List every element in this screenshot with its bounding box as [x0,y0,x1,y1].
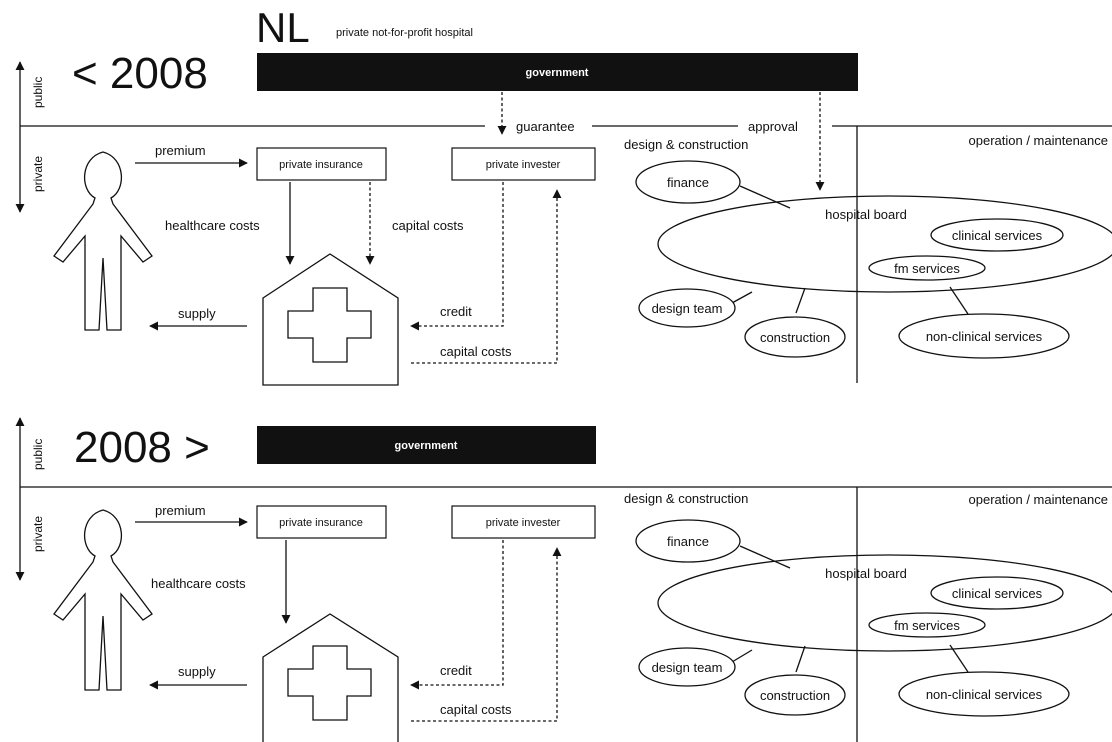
government-label: government [395,440,458,452]
capital-costs-return-label: capital costs [440,344,512,359]
private-insurance-box [256,147,387,181]
clinical-services-ellipse [930,576,1064,610]
hospital-cross-icon [287,287,372,363]
hospital-board-label: hospital board [825,207,907,222]
design-team-ellipse [638,288,736,328]
healthcare-costs-label: healthcare costs [151,576,246,591]
non-clinical-services-ellipse [898,313,1070,359]
patient-figure [53,151,153,331]
private-invester-box [451,505,596,539]
patient-figure [53,509,153,691]
non-clinical-services-label: non-clinical services [926,687,1043,702]
private-invester-box [451,147,596,181]
design-team-ellipse [638,647,736,687]
panel-after-2008: public private 2008 > government premium… [15,417,1112,742]
private-invester-label: private invester [486,159,561,171]
operation-maintenance-label: operation / maintenance [969,492,1108,507]
axis-private-label: private [31,516,45,552]
design-construction-label: design & construction [624,137,748,152]
private-insurance-label: private insurance [279,517,363,529]
government-label: government [526,67,589,79]
clinical-services-label: clinical services [952,586,1043,601]
finance-ellipse [635,519,741,563]
capital-costs-return-label: capital costs [440,702,512,717]
finance-label: finance [667,534,709,549]
capital-costs-return-arrow [411,189,562,364]
finance-label: finance [667,175,709,190]
capital-costs-return-arrow [411,547,562,722]
healthcare-costs-label: healthcare costs [165,218,260,233]
period-label: 2008 > [74,423,210,472]
fm-services-ellipse [868,612,986,638]
hospital-board-ellipse [657,554,1112,652]
fm-services-label: fm services [894,261,960,276]
axis-public-label: public [31,439,45,470]
non-clinical-services-label: non-clinical services [926,329,1043,344]
axis-private-label: private [31,156,45,192]
period-label: < 2008 [72,49,208,98]
design-construction-label: design & construction [624,491,748,506]
hospital-board-label: hospital board [825,566,907,581]
subtitle: private not-for-profit hospital [336,27,473,39]
approval-label: approval [748,119,798,134]
fm-services-label: fm services [894,618,960,633]
construction-ellipse [744,674,846,716]
private-insurance-label: private insurance [279,159,363,171]
construction-ellipse [744,316,846,358]
clinical-services-label: clinical services [952,228,1043,243]
design-team-label: design team [652,660,723,675]
axis-public-label: public [31,77,45,108]
clinical-services-ellipse [930,218,1064,252]
credit-arrow [410,540,504,690]
hospital-cross-icon [287,645,372,721]
credit-label: credit [440,304,472,319]
government-bar [257,53,858,91]
operation-maintenance-label: operation / maintenance [969,133,1108,148]
government-bar [257,426,596,464]
non-clinical-services-ellipse [898,671,1070,717]
construction-label: construction [760,688,830,703]
private-invester-label: private invester [486,517,561,529]
premium-label: premium [155,143,206,158]
finance-ellipse [635,160,741,204]
private-insurance-box [256,505,387,539]
hospital-board-ellipse [657,195,1112,293]
guarantee-label: guarantee [516,119,575,134]
premium-label: premium [155,503,206,518]
capital-costs-label: capital costs [392,218,464,233]
credit-label: credit [440,663,472,678]
country-label: NL [256,4,310,51]
design-team-label: design team [652,301,723,316]
construction-label: construction [760,330,830,345]
supply-label: supply [178,664,216,679]
panel-before-2008: public private < 2008 government guarant… [15,49,1112,386]
supply-label: supply [178,306,216,321]
credit-arrow [410,182,504,331]
fm-services-ellipse [868,255,986,281]
